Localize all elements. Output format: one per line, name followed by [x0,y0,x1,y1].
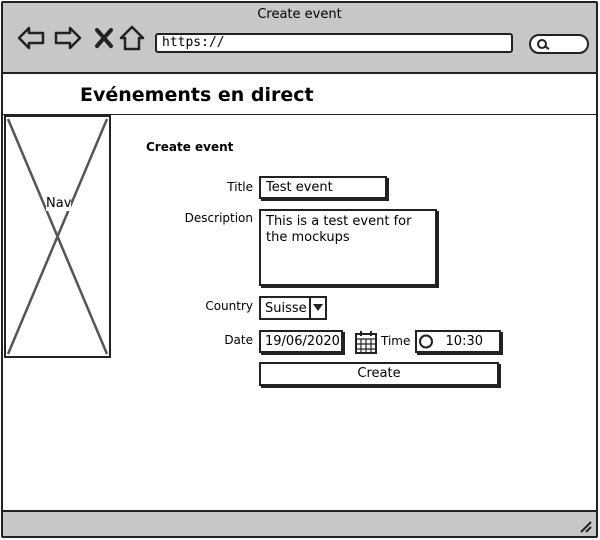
date-input[interactable]: 19/06/2020 [259,330,343,353]
browser-search-field[interactable] [529,34,589,54]
forward-arrow-icon [54,26,82,50]
nav-label: Nav [46,196,72,211]
country-select[interactable]: Suisse [259,296,327,320]
country-selected-value: Suisse [265,301,307,316]
home-icon [119,25,145,51]
clock-icon [419,334,433,349]
calendar-icon[interactable] [355,330,377,354]
chevron-down-icon [313,304,323,311]
home-button[interactable] [117,24,147,52]
country-label: Country [205,299,253,313]
resize-grip-icon[interactable] [578,519,592,533]
status-bar [3,510,596,536]
forward-button[interactable] [53,24,83,52]
stop-button[interactable] [89,24,119,52]
form-section-title: Create event [146,140,234,154]
time-value: 10:30 [445,334,483,349]
time-label: Time [381,334,411,348]
back-arrow-icon [17,26,45,50]
address-bar[interactable]: https:// [155,33,513,53]
back-button[interactable] [16,24,46,52]
search-icon [537,39,550,50]
create-button[interactable]: Create [259,362,499,386]
title-label: Title [227,180,253,194]
title-input[interactable]: Test event [259,176,387,199]
page-header: Evénements en direct [3,74,596,115]
page-title: Evénements en direct [80,84,314,106]
date-label: Date [224,333,253,347]
browser-chrome: Create event https:// [3,3,596,74]
close-icon [95,28,113,48]
description-textarea[interactable]: This is a test event for the mockups [259,209,437,286]
description-label: Description [184,211,253,225]
time-input[interactable]: 10:30 [415,330,501,353]
nav-placeholder[interactable]: Nav [4,115,111,358]
placeholder-cross-icon [6,118,109,355]
window-title: Create event [257,7,342,22]
country-dropdown-toggle[interactable] [309,298,325,318]
